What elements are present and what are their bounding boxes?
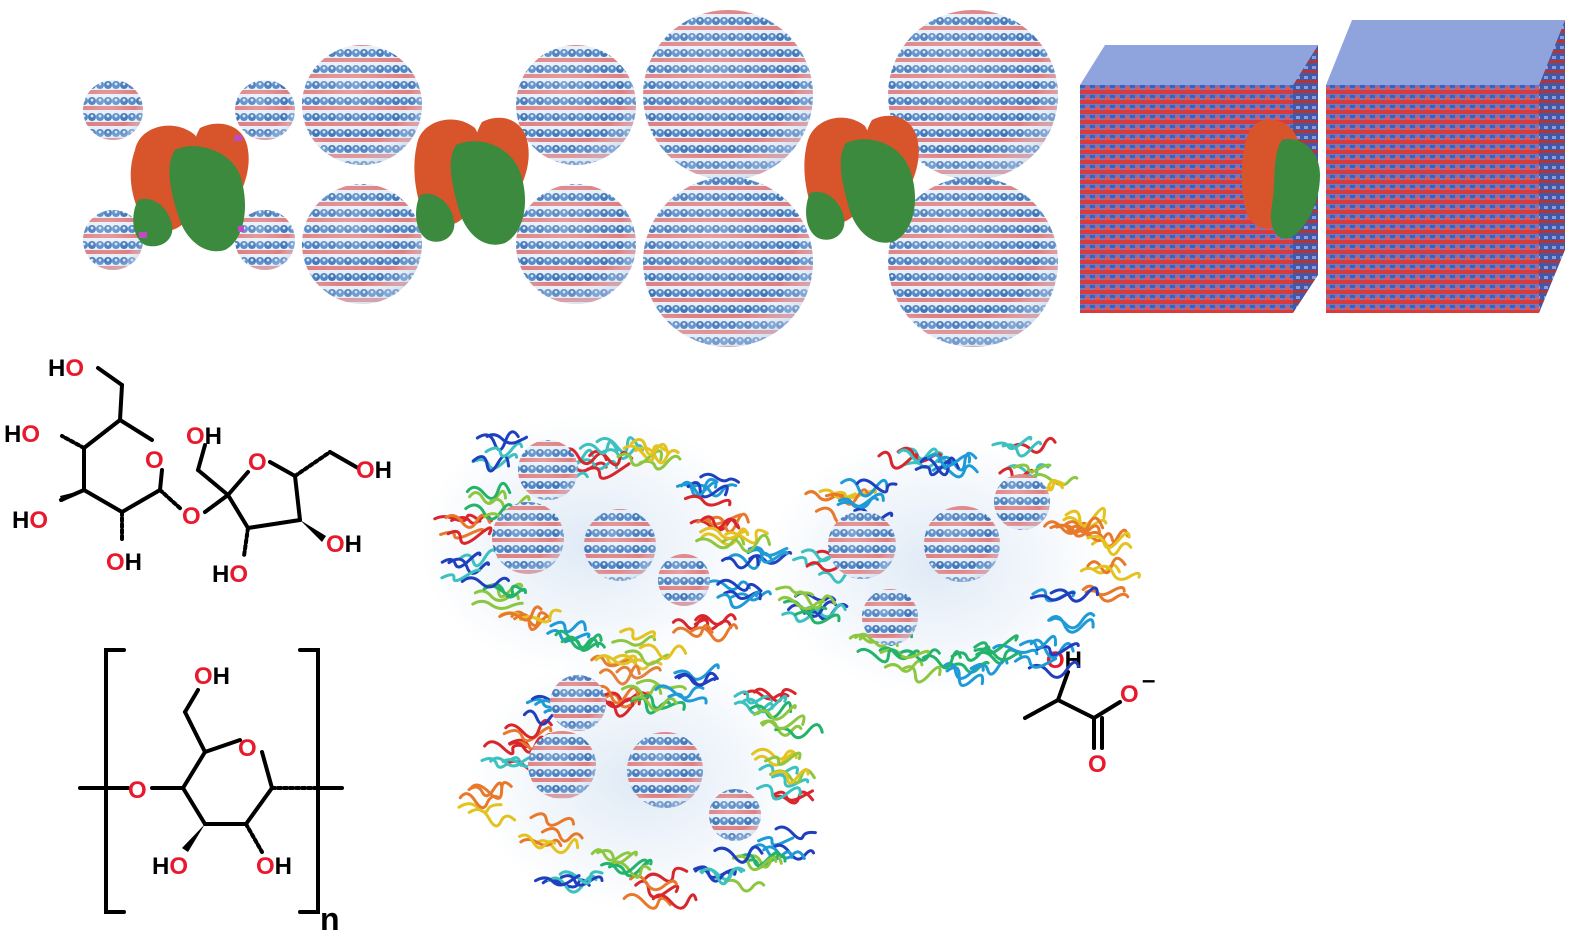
protein-ribbon-icon (1079, 556, 1141, 603)
small-nanoparticle-conjugate (83, 80, 295, 270)
top-assembly-row (83, 10, 1565, 347)
protein-ribbon-icon (878, 646, 942, 684)
nanoparticle-sphere-icon (302, 184, 422, 304)
protein-ribbon-icon (751, 747, 816, 785)
nanoparticle-sphere-icon (924, 506, 1000, 582)
nanoparticle-sphere-icon (235, 210, 295, 270)
protein-ribbon-icon (1029, 586, 1099, 634)
nanoparticle-sphere-icon (83, 80, 143, 140)
protein-ribbon-icon (921, 645, 991, 687)
nanoparticle-sphere-icon (643, 177, 813, 347)
enzyme-dimer-icon (414, 117, 529, 245)
protein-ribbon-icon (969, 634, 1039, 676)
sucrose-ring-o-right: O (248, 449, 267, 476)
protein-ribbon-icon (693, 845, 764, 886)
protein-ribbon-icon (775, 585, 841, 625)
svg-text:OH: OH (186, 423, 222, 450)
protein-ribbon-icon (1013, 634, 1080, 679)
protein-ribbon-icon (671, 613, 739, 643)
sucrose-bridge-o: O (182, 503, 201, 530)
svg-text:HO: HO (4, 421, 40, 448)
cellulose-labels: OH O O HO OH n (128, 663, 340, 937)
cellulose-link-o: O (128, 777, 147, 804)
protein-ribbon-icon (914, 451, 979, 479)
nanoparticle-sphere-icon (994, 474, 1050, 530)
svg-text:HO: HO (12, 507, 48, 534)
protein-ribbon-icon (1063, 516, 1133, 557)
sucrose-ring-o-left: O (145, 447, 164, 474)
nanoparticle-sphere-icon (658, 554, 710, 606)
svg-text:OH: OH (326, 531, 362, 558)
nanoparticle-sphere-icon (83, 210, 143, 270)
protein-ribbon-icon (546, 620, 606, 652)
nanoparticle-sphere-icon (235, 80, 295, 140)
svg-text:HO: HO (212, 561, 248, 588)
protein-nanoparticle-clusters (420, 415, 1141, 910)
sucrose-h: H (48, 355, 65, 382)
medium-nanoparticle-conjugate (302, 45, 636, 304)
svg-text:OH: OH (194, 663, 230, 690)
protein-ribbon-icon (590, 848, 653, 879)
sucrose-structure (59, 366, 360, 558)
lactate-o-carbonyl: O (1088, 751, 1107, 778)
protein-cluster (457, 650, 824, 910)
protein-ribbon-icon (498, 605, 562, 631)
protein-ribbon-icon (695, 526, 772, 553)
nanoparticle-sphere-icon (828, 511, 896, 579)
protein-ribbon-icon (616, 438, 682, 471)
enzyme-dimer-icon (1241, 119, 1320, 239)
lactate-structure (1023, 670, 1122, 750)
nanoparticle-sphere-icon (862, 589, 918, 645)
svg-text:OH: OH (356, 457, 392, 484)
nanoparticle-sphere-icon (516, 45, 636, 165)
cellulose-structure (78, 648, 344, 914)
nanoparticle-sphere-icon (709, 789, 761, 841)
sucrose-label-o: O (65, 355, 84, 382)
cellulose-ring-o: O (238, 735, 257, 762)
protein-cluster (420, 415, 793, 686)
svg-text:HO: HO (48, 355, 84, 382)
crystal-slab-icon (1326, 20, 1565, 313)
nanoparticle-sphere-icon (302, 45, 422, 165)
enzyme-dimer-icon (130, 123, 249, 252)
protein-ribbon-icon (457, 781, 517, 828)
protein-ribbon-icon (675, 472, 741, 499)
protein-ribbon-icon (578, 436, 645, 480)
svg-text:OH: OH (106, 549, 142, 576)
nanoparticle-sphere-icon (888, 10, 1058, 180)
svg-text:OH: OH (256, 853, 292, 880)
svg-text:HO: HO (152, 853, 188, 880)
nanoparticle-sphere-icon (516, 184, 636, 304)
protein-cluster (765, 435, 1141, 695)
protein-ribbon-icon (440, 548, 510, 589)
protein-ribbon-icon (877, 446, 947, 470)
protein-ribbon-icon (756, 763, 815, 805)
lactate-charge: – (1142, 667, 1155, 694)
nanoparticle-sphere-icon (518, 440, 578, 500)
lactate-o-anion: O (1120, 681, 1139, 708)
enzyme-dimer-icon (804, 115, 919, 243)
protein-ribbon-icon (654, 663, 720, 705)
sucrose-labels: HO HO HO OH O O OH O OH OH HO (4, 355, 392, 588)
crystal-slab-with-enzyme (1080, 45, 1320, 313)
large-nanoparticle-conjugate (643, 10, 1058, 347)
protein-ribbon-icon (471, 430, 529, 473)
nanoparticle-sphere-icon (528, 731, 596, 799)
nanoparticle-sphere-icon (888, 177, 1058, 347)
nanoparticle-sphere-icon (627, 732, 703, 808)
protein-ribbon-icon (749, 701, 824, 740)
nanoparticle-sphere-icon (492, 502, 564, 574)
protein-ribbon-icon (704, 578, 772, 610)
protein-ribbon-icon (518, 812, 584, 855)
protein-ribbon-icon (534, 870, 604, 894)
nanoparticle-sphere-icon (643, 10, 813, 180)
nanoparticle-sphere-icon (550, 675, 606, 731)
cellulose-repeat-n: n (320, 901, 340, 937)
nanoparticle-sphere-icon (584, 509, 656, 581)
protein-ribbon-icon (620, 678, 687, 715)
